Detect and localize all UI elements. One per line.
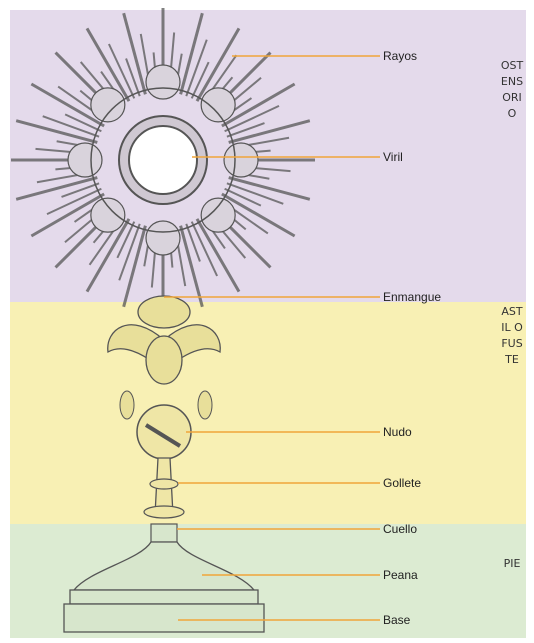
collar-shape xyxy=(144,506,184,518)
cherub-head xyxy=(146,221,180,255)
label-enmangue: Enmangue xyxy=(383,290,441,304)
cherub-head xyxy=(146,65,180,99)
cherub-head xyxy=(201,198,235,232)
cherub-head xyxy=(68,143,102,177)
label-rayos: Rayos xyxy=(383,49,417,63)
label-cuello: Cuello xyxy=(383,522,417,536)
cherub-head xyxy=(224,143,258,177)
section-label-ostensorio: OSTENSORIO xyxy=(500,58,524,122)
cherub-head xyxy=(201,88,235,122)
cherub-head xyxy=(91,88,125,122)
viril-glass xyxy=(129,126,197,194)
enmangue-shape xyxy=(138,296,190,328)
label-base: Base xyxy=(383,613,410,627)
cherub-head xyxy=(91,198,125,232)
peana-shape xyxy=(74,542,254,590)
eagle-body-shape xyxy=(146,336,182,384)
label-gollete: Gollete xyxy=(383,476,421,490)
section-label-pie: PIE xyxy=(500,556,524,572)
label-viril: Viril xyxy=(383,150,403,164)
gollete-shape xyxy=(150,479,178,489)
section-label-astil: ASTIL O FUSTE xyxy=(500,304,524,368)
cuello-shape xyxy=(151,524,177,542)
left-figure-shape xyxy=(120,391,134,419)
label-peana: Peana xyxy=(383,568,418,582)
base-upper-shape xyxy=(70,590,258,604)
label-nudo: Nudo xyxy=(383,425,412,439)
base-lower-shape xyxy=(64,604,264,632)
nudo-shape xyxy=(137,405,191,459)
right-figure-shape xyxy=(198,391,212,419)
